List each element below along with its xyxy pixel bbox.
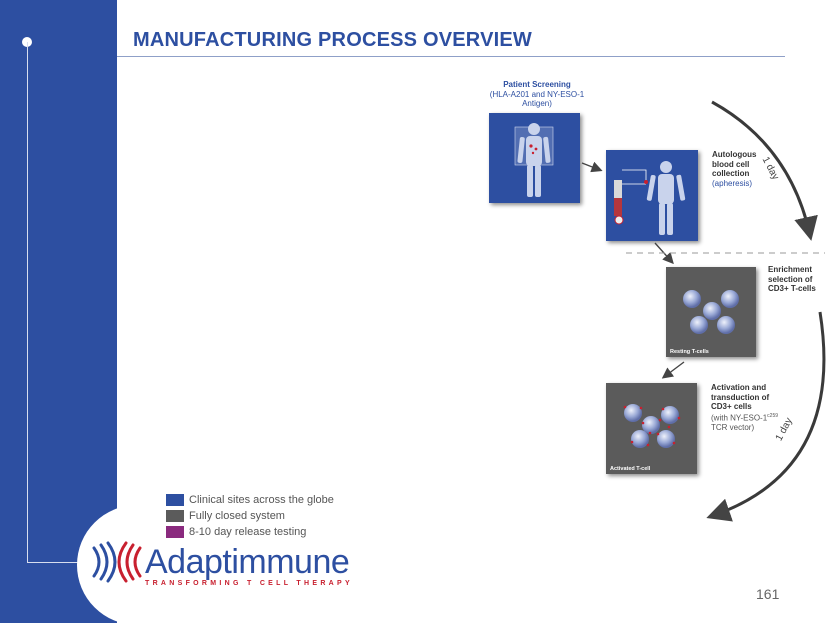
screening-subtitle-line: (HLA-A201 and NY-ESO-1	[489, 89, 585, 99]
screening-title: Patient Screening	[503, 80, 571, 89]
enrichment-panel: Resting T-cells	[666, 267, 756, 357]
activation-label: Activation and transduction of CD3+ cell…	[711, 383, 783, 432]
adaptimmune-logo-icon	[92, 541, 142, 583]
legend-item: 8-10 day release testing	[165, 524, 334, 539]
enrichment-caption: Resting T-cells	[670, 349, 709, 355]
brand-name: Adaptimmune	[145, 543, 350, 581]
enrichment-label: Enrichment selection of CD3+ T-cells	[768, 265, 828, 294]
legend-label: 8-10 day release testing	[189, 525, 307, 538]
collection-subtitle: (apheresis)	[712, 178, 753, 188]
collection-panel	[606, 150, 698, 241]
page-number: 161	[756, 586, 780, 602]
activation-title-line: Activation and	[711, 383, 767, 392]
apheresis-icon	[614, 161, 686, 235]
screening-panel	[489, 113, 580, 203]
activated-t-cells-icon	[623, 404, 681, 448]
legend-item: Clinical sites across the globe	[165, 492, 334, 507]
screening-label: Patient Screening (HLA-A201 and NY-ESO-1…	[482, 80, 592, 109]
activation-panel: Activated T-cell	[606, 383, 697, 474]
legend-swatch-grey	[165, 508, 185, 523]
activation-subtitle-text: (with NY-ESO-1	[711, 413, 768, 423]
legend-swatch-blue	[165, 492, 185, 507]
legend: Clinical sites across the globe Fully cl…	[165, 492, 334, 540]
activation-caption: Activated T-cell	[610, 466, 651, 472]
screening-subtitle-line: Antigen)	[522, 99, 552, 108]
activation-subtitle-line: TCR vector)	[711, 422, 755, 432]
sidebar-horizontal-line	[27, 562, 117, 563]
enrichment-title-line: Enrichment	[768, 265, 813, 274]
collection-title-line: collection	[712, 169, 750, 178]
activation-title-line: CD3+ cells	[711, 402, 752, 411]
legend-item: Fully closed system	[165, 508, 334, 523]
legend-label: Fully closed system	[189, 509, 285, 522]
page-title: MANUFACTURING PROCESS OVERVIEW	[133, 29, 532, 51]
human-figure-icon	[514, 123, 554, 197]
resting-t-cells-icon	[683, 290, 739, 334]
sidebar-vertical-line	[27, 42, 28, 562]
activation-title-line: transduction of	[711, 392, 770, 402]
brand-tagline: TRANSFORMING T CELL THERAPY	[145, 580, 353, 587]
activation-superscript: c259	[767, 412, 779, 419]
legend-label: Clinical sites across the globe	[189, 493, 334, 506]
title-underline	[117, 56, 785, 57]
legend-swatch-purple	[165, 524, 185, 539]
activation-subtitle-line: (with NY-ESO-1c259	[711, 412, 783, 423]
enrichment-title-line: CD3+ T-cells	[768, 284, 816, 293]
enrichment-title-line: selection of	[768, 274, 813, 284]
collection-label: Autologous blood cell collection (aphere…	[712, 150, 772, 188]
